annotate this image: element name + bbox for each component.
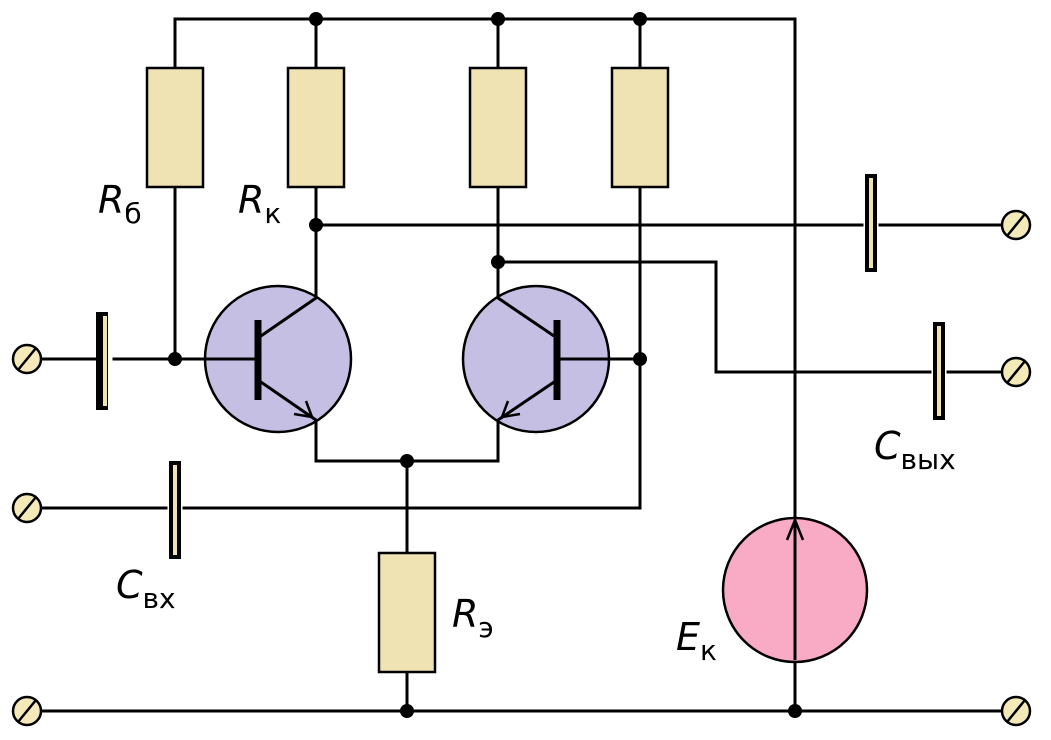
label-cin: Cвх: [116, 563, 176, 615]
transistor-vt2: [461, 284, 611, 434]
terminal-in-1[interactable]: [11, 343, 43, 375]
label-cout: Cвых: [874, 424, 956, 476]
capacitor-cin-left: [96, 312, 108, 410]
resistor-re: [377, 551, 437, 674]
vt2-emitter-arrow: [500, 400, 521, 419]
resistor-r3: [468, 66, 528, 189]
transistor-vt1: [203, 284, 353, 434]
resistor-rk: [286, 66, 346, 189]
terminal-out-1[interactable]: [1000, 209, 1032, 241]
label-re: Rэ: [452, 592, 494, 644]
terminal-gnd-left[interactable]: [11, 695, 43, 727]
source-arrow: [785, 516, 805, 541]
voltage-source-ek: [721, 516, 869, 664]
terminals: [11, 209, 1032, 727]
label-rk: Rк: [238, 178, 281, 230]
resistor-r4: [610, 66, 670, 189]
terminal-gnd-right[interactable]: [1000, 695, 1032, 727]
terminal-in-2[interactable]: [11, 492, 43, 524]
terminal-out-2[interactable]: [1000, 356, 1032, 388]
vt1-emitter-arrow: [293, 400, 314, 419]
label-ek: Eк: [676, 615, 717, 667]
resistor-rb: [145, 66, 205, 189]
junction-dots: [168, 12, 802, 718]
label-rb: Rб: [98, 178, 142, 230]
